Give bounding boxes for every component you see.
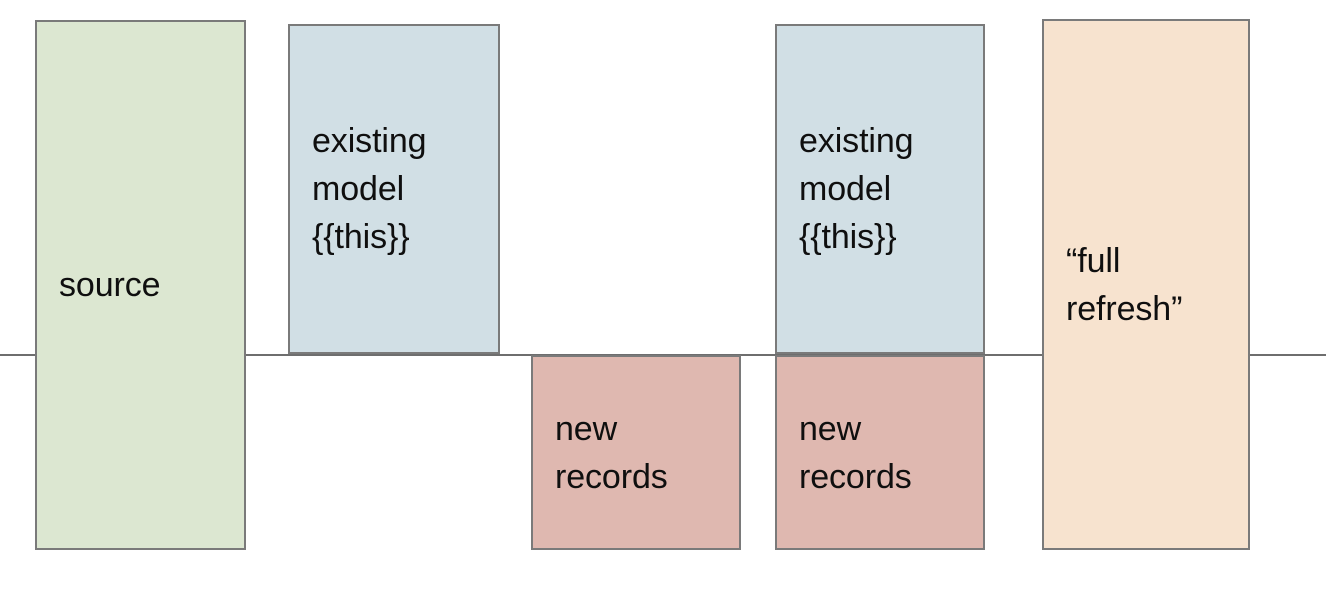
- box-existing-model-2-label: existing model {{this}}: [799, 122, 914, 256]
- box-existing-model-2[interactable]: existing model {{this}}: [775, 24, 985, 354]
- box-new-records-1-label: new records: [555, 409, 668, 496]
- box-full-refresh-label: “full refresh”: [1066, 241, 1183, 328]
- box-source[interactable]: source: [35, 20, 246, 550]
- box-source-label: source: [59, 266, 161, 304]
- box-full-refresh[interactable]: “full refresh”: [1042, 19, 1250, 550]
- box-new-records-1[interactable]: new records: [531, 355, 741, 550]
- box-new-records-2-label: new records: [799, 409, 912, 496]
- box-existing-model-1[interactable]: existing model {{this}}: [288, 24, 500, 354]
- box-existing-model-1-label: existing model {{this}}: [312, 122, 427, 256]
- box-new-records-2[interactable]: new records: [775, 355, 985, 550]
